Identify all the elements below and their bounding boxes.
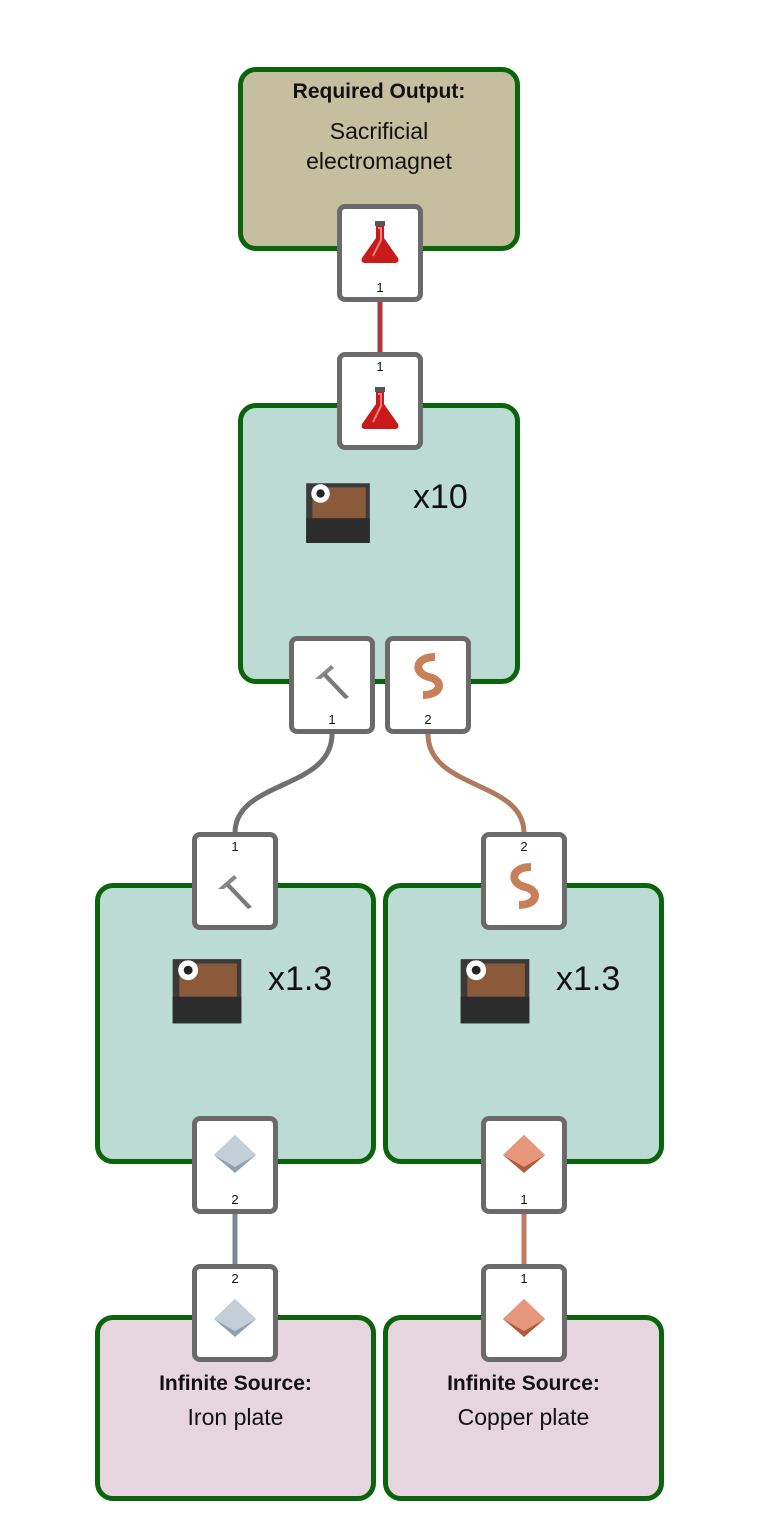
assembler-multiplier: x10 bbox=[413, 478, 468, 516]
copper-plate-icon bbox=[501, 1295, 547, 1341]
flask-icon bbox=[357, 385, 403, 431]
assembling-machine-icon bbox=[165, 948, 249, 1030]
assembling-machine-icon bbox=[300, 465, 376, 557]
cable-output-tile[interactable]: 2 bbox=[481, 832, 567, 930]
iron-gear-icon bbox=[309, 657, 355, 703]
copper-source-tile[interactable]: 1 bbox=[481, 1264, 567, 1362]
rate-label: 2 bbox=[520, 839, 528, 854]
source-title: Infinite Source: bbox=[159, 1372, 312, 1395]
rate-label: 2 bbox=[231, 1271, 239, 1286]
cable-link bbox=[425, 733, 527, 834]
copper-cable-icon bbox=[501, 863, 547, 909]
output-item-name: Sacrificial electromagnet bbox=[306, 118, 452, 174]
required-output-node[interactable]: Required Output: Sacrificial electromagn… bbox=[238, 67, 520, 251]
iron-plate-icon bbox=[212, 1295, 258, 1341]
rate-label: 1 bbox=[231, 839, 239, 854]
rate-label: 1 bbox=[376, 280, 384, 295]
assembler-cable-tile[interactable]: 2 bbox=[385, 636, 471, 734]
source-item-name: Iron plate bbox=[187, 1404, 284, 1430]
copper-plate-icon bbox=[501, 1131, 547, 1177]
assembler-gear-tile[interactable]: 1 bbox=[289, 636, 375, 734]
iron-plate-icon bbox=[212, 1131, 258, 1177]
gear-machine-multiplier: x1.3 bbox=[268, 960, 333, 998]
iron-source-tile[interactable]: 2 bbox=[192, 1264, 278, 1362]
rate-label: 1 bbox=[328, 712, 336, 727]
source-title: Infinite Source: bbox=[447, 1372, 600, 1395]
rate-label: 1 bbox=[376, 359, 384, 374]
flask-icon bbox=[357, 219, 403, 265]
rate-label: 2 bbox=[231, 1192, 239, 1207]
rate-label: 2 bbox=[424, 712, 432, 727]
iron-gear-icon bbox=[212, 867, 258, 913]
output-title: Required Output: bbox=[292, 80, 466, 103]
rate-label: 1 bbox=[520, 1271, 528, 1286]
output-flask-tile[interactable]: 1 bbox=[337, 204, 423, 302]
assembling-machine-icon bbox=[453, 948, 537, 1030]
rate-label: 1 bbox=[520, 1192, 528, 1207]
gear-output-tile[interactable]: 1 bbox=[192, 832, 278, 930]
copper-cable-icon bbox=[405, 653, 451, 699]
source-item-name: Copper plate bbox=[457, 1404, 590, 1430]
cable-machine-multiplier: x1.3 bbox=[556, 960, 621, 998]
cable-copper-input-tile[interactable]: 1 bbox=[481, 1116, 567, 1214]
assembler-flask-tile[interactable]: 1 bbox=[337, 352, 423, 450]
gear-iron-input-tile[interactable]: 2 bbox=[192, 1116, 278, 1214]
gear-link bbox=[232, 733, 335, 834]
